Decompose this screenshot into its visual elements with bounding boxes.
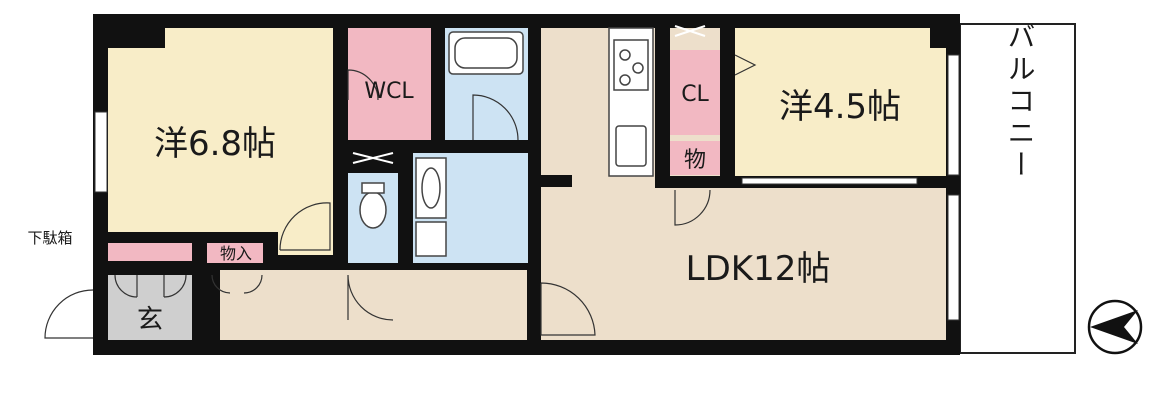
- window: [94, 111, 108, 193]
- entrance-floor: [108, 275, 206, 340]
- storage-in-floor: [207, 243, 263, 263]
- door-swing: [211, 274, 263, 294]
- room-label-storage: 物: [684, 148, 706, 173]
- door-swing: [347, 274, 394, 321]
- door-swing: [540, 282, 596, 336]
- door-swing: [734, 54, 757, 76]
- wall-segment: [655, 28, 670, 188]
- balcony-area: [959, 23, 1076, 354]
- wall-segment: [720, 28, 735, 178]
- door-swing: [279, 202, 331, 251]
- kitchen-sink: [615, 125, 647, 167]
- north-arrow-icon: [1087, 299, 1143, 355]
- door-swing: [674, 189, 711, 226]
- room-label-ldk: LDK12帖: [686, 249, 831, 289]
- washbasin-bowl: [421, 167, 441, 209]
- room-label-closet: CL: [681, 82, 709, 107]
- wall-segment: [930, 28, 946, 48]
- storage-floor: [670, 141, 720, 175]
- hall-floor: [220, 270, 527, 340]
- entrance-door: [44, 289, 94, 339]
- door-swing: [472, 94, 519, 141]
- burner: [619, 49, 631, 61]
- room-label-entrance: 玄: [137, 305, 163, 335]
- ventilation-mark: [352, 25, 706, 164]
- western-room-1-floor: [108, 28, 333, 255]
- room-label-storage-in: 物入: [220, 244, 252, 263]
- bathtub-inner: [454, 37, 518, 69]
- window: [741, 177, 918, 185]
- label-shoe-box: 下駄箱: [27, 229, 72, 247]
- washing-machine: [415, 221, 447, 257]
- toilet-tank: [361, 182, 385, 194]
- walk-in-closet-floor: [348, 28, 431, 140]
- wall-segment: [528, 175, 572, 187]
- door-swing: [347, 69, 379, 101]
- burner: [632, 62, 644, 74]
- western-room-2-floor: [735, 28, 946, 176]
- wall-segment: [192, 263, 220, 341]
- shoe-box: [108, 243, 192, 261]
- room-label-western-2: 洋4.5帖: [779, 87, 901, 127]
- room-label-western-1: 洋6.8帖: [154, 124, 276, 164]
- closet-floor: [670, 50, 720, 135]
- label-balcony: バルコニー: [1004, 22, 1037, 182]
- window: [947, 194, 960, 321]
- toilet-bowl: [359, 191, 387, 229]
- door-swing: [114, 274, 187, 298]
- room-label-wcl: WCL: [364, 79, 414, 104]
- window: [947, 54, 960, 176]
- burner: [619, 74, 631, 86]
